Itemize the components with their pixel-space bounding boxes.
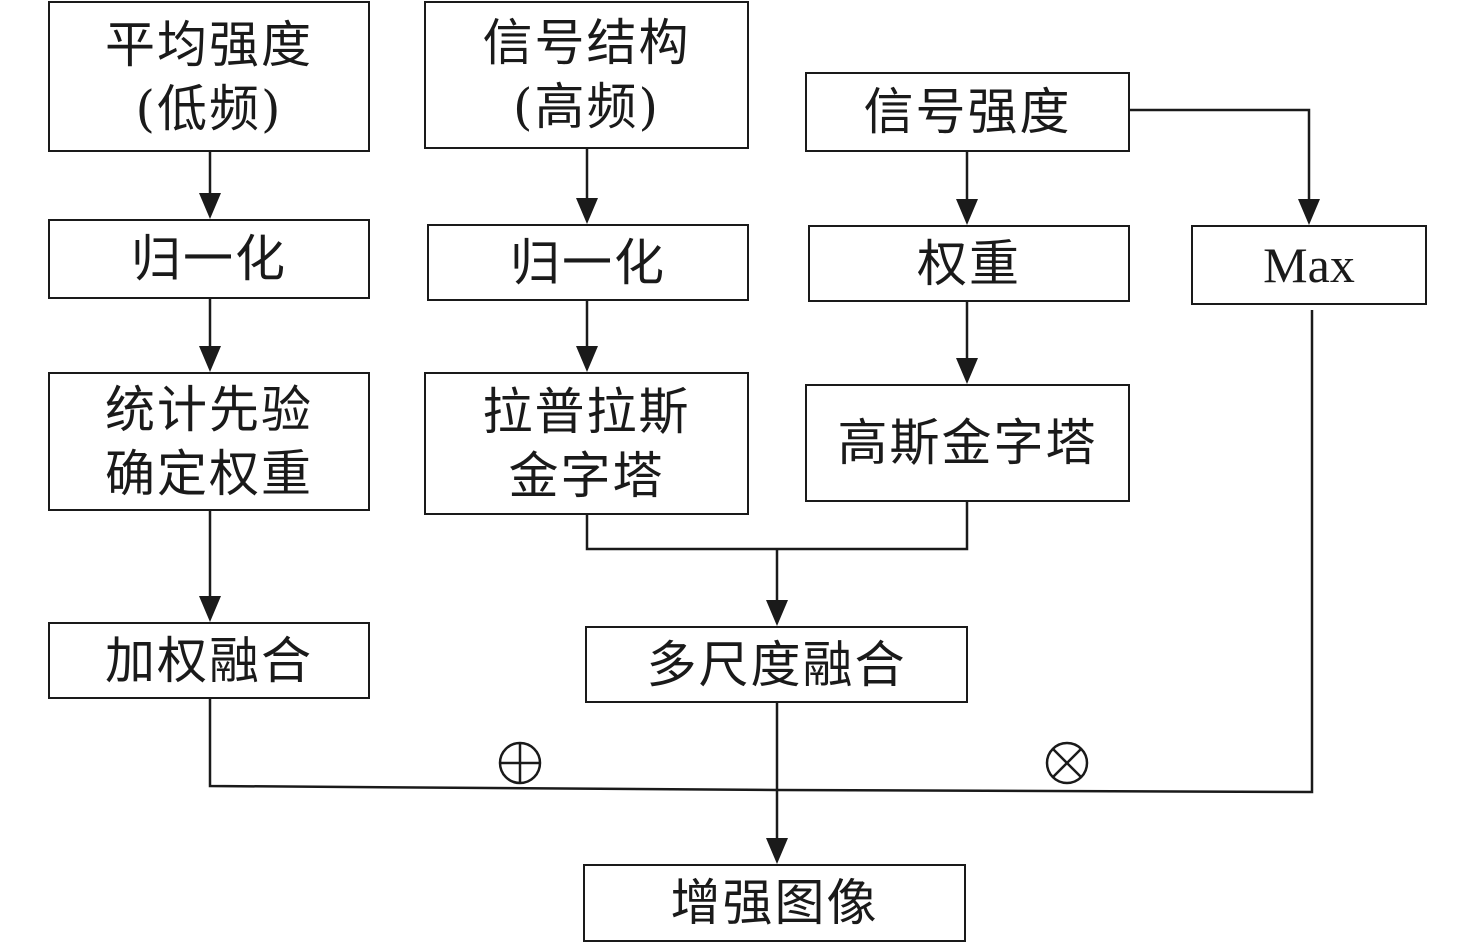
node-label-line: 权重 [917,234,1021,293]
node-gaussian-pyramid: 高斯金字塔 [805,384,1130,502]
node-mean-intensity: 平均强度 (低频) [48,1,370,152]
times-operator-stroke [1052,748,1082,778]
node-stat-prior-weight: 统计先验 确定权重 [48,372,370,511]
node-laplacian-pyramid: 拉普拉斯 金字塔 [424,372,749,515]
node-label-line: 平均强度 [105,15,313,74]
node-signal-strength: 信号强度 [805,72,1130,152]
arrowhead [956,358,978,384]
arrowhead [199,193,221,219]
times-operator-circle [1045,741,1089,785]
node-label-line: 确定权重 [105,444,313,503]
node-label-line: 多尺度融合 [646,635,907,694]
node-label-line: (高频) [512,78,660,136]
node-normalize-left: 归一化 [48,219,370,299]
connector-max-down [776,310,1314,794]
node-label-line: 归一化 [510,233,666,292]
arrowhead [956,199,978,225]
node-label-line: 信号强度 [863,83,1072,141]
node-max: Max [1191,225,1427,305]
node-label-line: 加权融合 [105,631,313,690]
node-weighted-fusion: 加权融合 [48,622,370,699]
node-label-line: (低频) [135,79,283,138]
node-weight: 权重 [808,225,1130,302]
arrowhead [576,346,598,372]
arrowhead [766,838,788,864]
node-label-line: 统计先验 [105,380,313,439]
connector-weighted-fusion-down [208,699,778,792]
node-label-line: 信号结构 [482,14,691,72]
node-enhanced-image: 增强图像 [583,864,966,942]
node-multiscale-fusion: 多尺度融合 [585,626,968,703]
node-label-line: 金字塔 [508,446,665,505]
arrowhead [766,600,788,626]
node-label-line: 归一化 [131,230,287,288]
arrow-strength-to-max [1130,108,1311,221]
node-normalize-mid: 归一化 [427,224,749,301]
node-signal-structure: 信号结构 (高频) [424,1,749,149]
node-label-line: Max [1263,237,1355,293]
arrowhead [1298,199,1320,225]
arrowhead [199,346,221,372]
arrowhead [576,198,598,224]
node-label-line: 增强图像 [670,874,879,932]
node-label-line: 高斯金字塔 [837,414,1098,472]
arrowhead [199,596,221,622]
node-label-line: 拉普拉斯 [482,382,691,441]
